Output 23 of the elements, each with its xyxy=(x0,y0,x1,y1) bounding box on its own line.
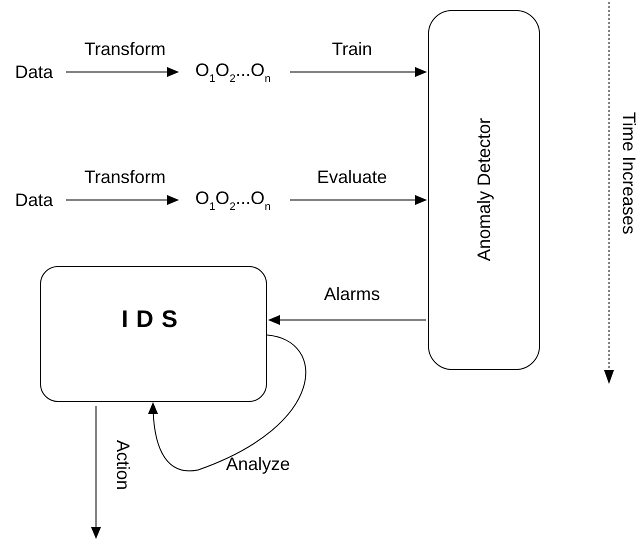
arrow xyxy=(290,67,427,77)
edge-label: Evaluate xyxy=(316,167,388,188)
arrow xyxy=(148,334,306,472)
node-text: O$_{1}$O$_{2}$...O$_{n}$ xyxy=(180,186,286,214)
edge-label: Alarms xyxy=(324,284,380,305)
arrow xyxy=(66,195,179,205)
node-text: O$_{1}$O$_{2}$...O$_{n}$ xyxy=(180,58,286,86)
arrow xyxy=(91,406,101,539)
box-title: IDS xyxy=(121,306,186,334)
arrow xyxy=(66,67,179,77)
edge-label: Transform xyxy=(84,167,166,188)
box-title: Anomaly Detector xyxy=(474,118,494,262)
edge-label: Analyze xyxy=(226,454,290,475)
edge-label: Action xyxy=(112,440,133,490)
node-text: Data xyxy=(6,188,62,212)
edge-label: Transform xyxy=(84,39,166,60)
node-text: Data xyxy=(6,60,62,84)
arrow xyxy=(290,195,427,205)
process-box xyxy=(428,10,540,370)
process-box xyxy=(40,266,267,402)
arrow xyxy=(268,315,426,325)
axis-label: Time Increases xyxy=(618,112,639,234)
edge-label: Train xyxy=(332,39,372,60)
